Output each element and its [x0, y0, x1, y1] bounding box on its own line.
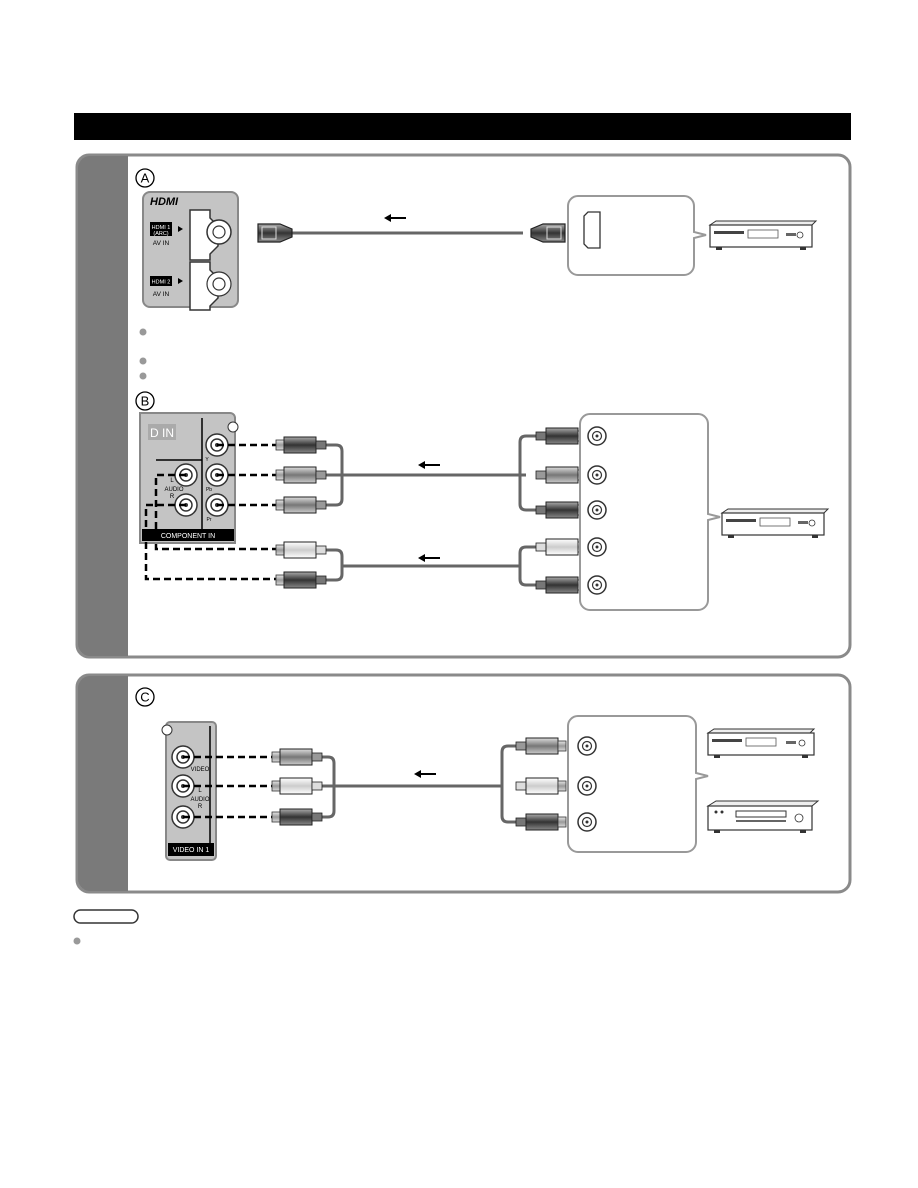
section-c-badge — [135, 687, 155, 707]
device-jack-audio-l[interactable] — [577, 776, 597, 796]
section-a-letter: A — [141, 171, 150, 186]
svg-text:AV IN: AV IN — [153, 291, 170, 298]
svg-text:R: R — [198, 804, 203, 810]
rca-plug-icon — [535, 501, 587, 519]
section-av-connections: A HDMI HDMI 1 (ARC) AV IN HDMI 2 AV IN — [75, 153, 852, 659]
svg-text:L: L — [170, 478, 174, 484]
hdmi-socket-icon — [583, 211, 601, 249]
svg-text:VIDEO IN 1: VIDEO IN 1 — [173, 847, 210, 854]
device-jack-y[interactable] — [587, 426, 607, 446]
rca-plug-icon — [271, 748, 323, 766]
arrow-left-icon — [418, 554, 440, 562]
section-b-letter: B — [141, 394, 150, 409]
component-device-callout — [579, 413, 721, 611]
svg-text:AV IN: AV IN — [153, 240, 170, 247]
section-c-letter: C — [140, 690, 149, 705]
vcr-icon — [706, 800, 820, 833]
rca-plug-icon — [515, 777, 567, 795]
dvd-player-icon — [706, 728, 816, 758]
arrow-left-icon — [418, 461, 440, 469]
svg-text:R: R — [170, 494, 175, 500]
rca-plug-icon — [275, 496, 327, 514]
hdmi-plug-icon — [530, 223, 566, 243]
section-sidebar — [77, 676, 128, 891]
svg-text:AUDIO: AUDIO — [190, 797, 209, 803]
svg-text:Pb: Pb — [206, 487, 212, 493]
arrow-left-icon — [384, 214, 406, 222]
rca-plug-icon — [275, 571, 327, 589]
device-jack-video[interactable] — [577, 736, 597, 756]
section-sidebar — [77, 156, 128, 656]
section-video-connection: C VIDEO IN 1 VIDEO AUDIO L R — [75, 673, 852, 894]
video-device-callout — [567, 715, 709, 853]
dvd-player-icon — [720, 508, 830, 538]
note-tag — [73, 909, 139, 924]
rca-plug-icon — [271, 777, 323, 795]
device-jack-audio-r[interactable] — [577, 812, 597, 832]
connection-guides — [183, 755, 272, 819]
device-jack-pr[interactable] — [587, 500, 607, 520]
svg-text:HDMI 2: HDMI 2 — [152, 280, 171, 286]
rca-plug-icon — [275, 466, 327, 484]
bullet-dot — [139, 357, 147, 365]
hdmi-port-1[interactable]: HDMI 1 (ARC) AV IN — [150, 209, 232, 261]
bullet-dot — [73, 937, 81, 945]
svg-text:VIDEO: VIDEO — [191, 767, 210, 773]
device-jack-pb[interactable] — [587, 465, 607, 485]
component-cables — [326, 434, 536, 587]
svg-text:(ARC): (ARC) — [153, 231, 168, 237]
section-b-badge — [135, 391, 155, 411]
svg-text:L: L — [198, 788, 202, 794]
section-a-badge — [135, 168, 155, 188]
hdmi-device-callout — [567, 195, 707, 276]
dvd-player-icon — [708, 220, 818, 250]
rca-plug-icon — [275, 436, 327, 454]
rca-plug-icon — [275, 541, 327, 559]
svg-text:Y: Y — [205, 457, 209, 463]
connection-guides — [144, 443, 276, 581]
rca-plug-icon — [515, 737, 567, 755]
rca-plug-icon — [271, 808, 323, 826]
arrow-left-icon — [414, 770, 436, 778]
hdmi-plug-icon — [257, 223, 293, 243]
svg-text:HDMI 1: HDMI 1 — [152, 225, 171, 231]
hdmi-port-2[interactable]: HDMI 2 AV IN — [150, 261, 232, 311]
hdmi-logo: HDMI — [150, 196, 179, 208]
rca-plug-icon — [515, 813, 567, 831]
device-jack-audio-r[interactable] — [587, 575, 607, 595]
svg-text:COMPONENT IN: COMPONENT IN — [161, 533, 215, 540]
header-bar — [74, 113, 851, 140]
bullet-dot — [139, 372, 147, 380]
video-cables — [322, 744, 516, 824]
svg-text:D IN: D IN — [150, 426, 174, 440]
bullet-dot — [139, 328, 147, 336]
svg-text:AUDIO: AUDIO — [164, 487, 183, 493]
device-jack-audio-l[interactable] — [587, 537, 607, 557]
svg-text:Pr: Pr — [207, 517, 212, 523]
